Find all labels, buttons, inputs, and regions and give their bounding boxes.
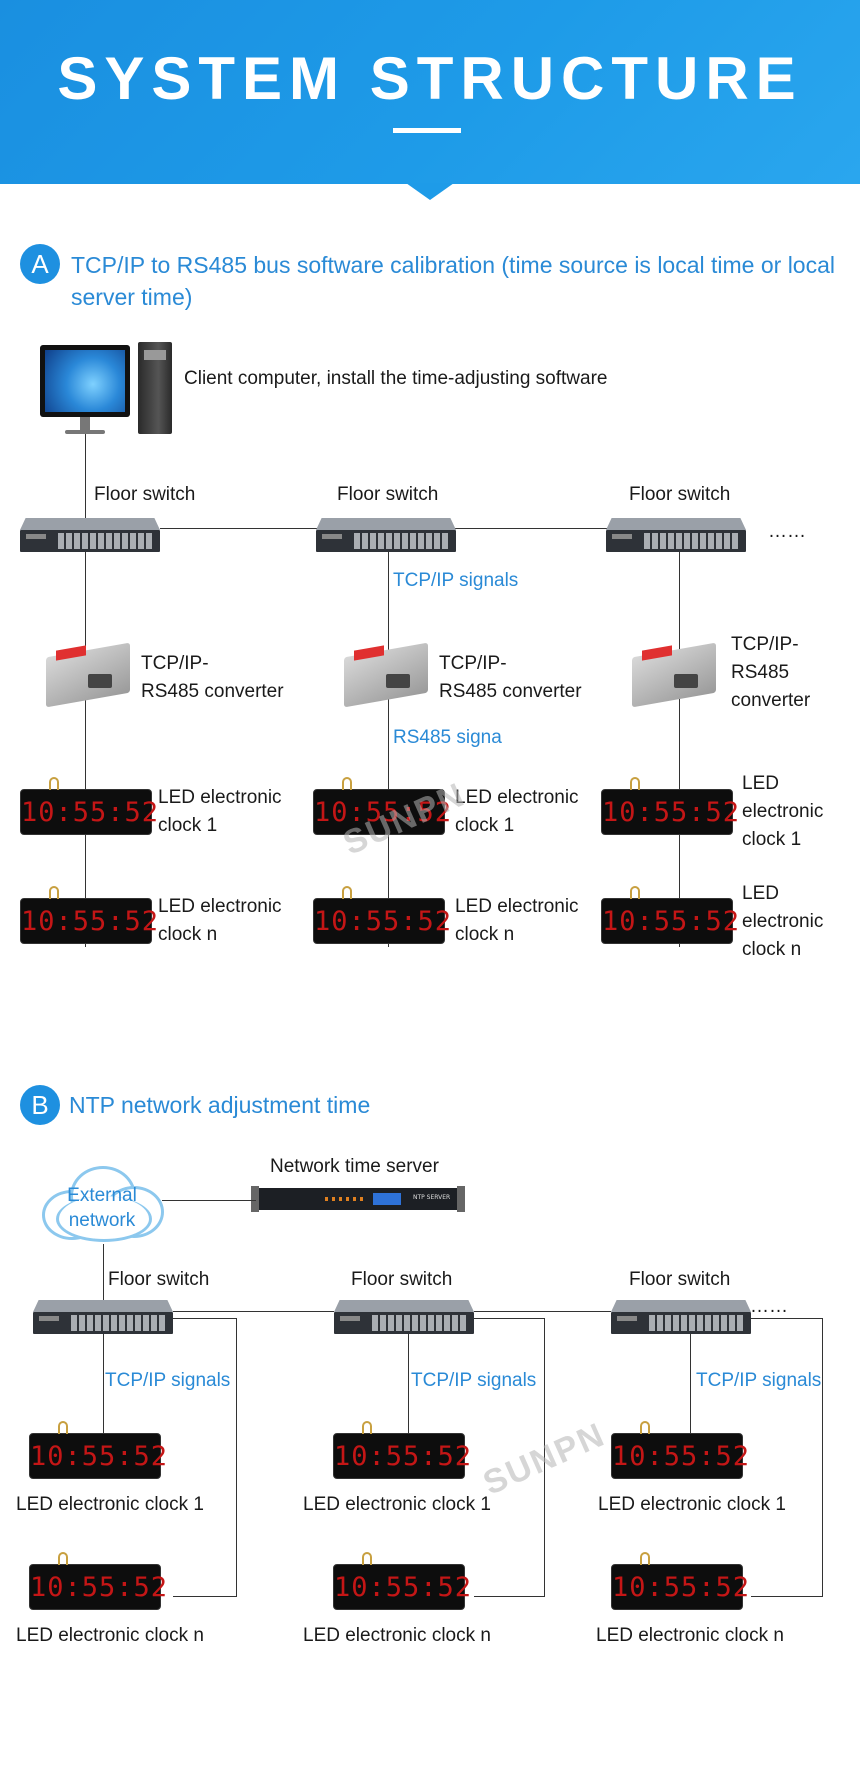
floor-switch-label: Floor switch	[108, 1269, 210, 1290]
client-computer-label: Client computer, install the time-adjust…	[184, 368, 608, 389]
rs485-signal-label: RS485 signa	[393, 727, 502, 748]
floor-switch-3	[611, 1300, 751, 1334]
more-switches-ellipsis: ……	[768, 521, 806, 542]
wire	[173, 1311, 334, 1312]
floor-switch-label: Floor switch	[94, 484, 196, 505]
floor-switch-3	[606, 518, 746, 552]
wire	[173, 1318, 237, 1597]
wire	[103, 1244, 104, 1301]
banner-pointer	[406, 183, 454, 200]
led-clock: 10:55:52	[333, 1552, 471, 1610]
clock-n-label: clock n	[158, 924, 218, 945]
converter-label: TCP/IP-	[439, 653, 507, 674]
led-clock: 10:55:52	[611, 1421, 749, 1479]
wire	[751, 1318, 823, 1597]
cloud-icon	[42, 1160, 164, 1244]
wire	[474, 1311, 611, 1312]
converter-label: RS485 converter	[439, 681, 582, 702]
led-clock: 10:55:52	[611, 1552, 749, 1610]
floor-switch-2	[316, 518, 456, 552]
clock-1-label: clock 1	[455, 815, 515, 836]
wire	[455, 528, 607, 529]
led-clock: 10:55:52	[20, 886, 158, 944]
wire	[160, 528, 318, 529]
section-a-title: TCP/IP to RS485 bus software calibration…	[71, 252, 835, 310]
wire	[408, 1334, 409, 1434]
wire	[690, 1334, 691, 1434]
clock-n-label: LED electronic clock n	[303, 1625, 491, 1646]
ntp-server-icon: NTP SERVER	[251, 1186, 465, 1212]
led-clock: 10:55:52	[20, 777, 158, 835]
clock-n-label: LED electronic clock n	[16, 1625, 204, 1646]
section-a-badge: A	[20, 244, 60, 284]
floor-switch-label: Floor switch	[629, 484, 731, 505]
floor-switch-label: Floor switch	[337, 484, 439, 505]
clock-1-label: electronic	[742, 801, 824, 822]
clock-n-label: clock n	[455, 924, 515, 945]
floor-switch-label: Floor switch	[351, 1269, 453, 1290]
more-switches-ellipsis: ……	[750, 1296, 788, 1317]
tcpip-signals-label: TCP/IP signals	[696, 1370, 822, 1391]
led-clock: 10:55:52	[601, 777, 739, 835]
clock-1-label: LED electronic clock 1	[598, 1494, 786, 1515]
title-underline	[393, 128, 461, 133]
clock-n-label: electronic	[742, 911, 824, 932]
page-title: SYSTEM STRUCTURE	[57, 45, 803, 112]
floor-switch-label: Floor switch	[629, 1269, 731, 1290]
wire	[85, 434, 86, 530]
tcpip-signals-label: TCP/IP signals	[105, 1370, 231, 1391]
converter-label: RS485	[731, 662, 790, 683]
wire	[162, 1200, 256, 1201]
led-clock: 10:55:52	[29, 1552, 167, 1610]
led-clock: 10:55:52	[313, 777, 451, 835]
wire	[388, 552, 389, 947]
clock-n-label: LED electronic	[455, 896, 579, 917]
wire	[85, 552, 86, 947]
floor-switch-2	[334, 1300, 474, 1334]
clock-1-label: clock 1	[742, 829, 802, 850]
clock-1-label: LED electronic clock 1	[303, 1494, 491, 1515]
tcpip-signals-label: TCP/IP signals	[393, 570, 519, 591]
clock-n-label: clock n	[742, 939, 802, 960]
clock-1-label: clock 1	[158, 815, 218, 836]
clock-1-label: LED	[742, 773, 779, 794]
section-b-title: NTP network adjustment time	[69, 1092, 371, 1118]
led-clock: 10:55:52	[313, 886, 451, 944]
wire	[474, 1318, 545, 1597]
external-network-label: External network	[67, 1185, 137, 1231]
header-banner	[0, 0, 860, 184]
converter-icon	[628, 640, 720, 710]
clock-n-label: LED	[742, 883, 779, 904]
converter-label: converter	[731, 690, 811, 711]
clock-1-label: LED electronic clock 1	[16, 1494, 204, 1515]
clock-n-label: LED electronic	[158, 896, 282, 917]
wire	[679, 552, 680, 947]
tcpip-signals-label: TCP/IP signals	[411, 1370, 537, 1391]
floor-switch-1	[33, 1300, 173, 1334]
floor-switch-1	[20, 518, 160, 552]
led-clock: 10:55:52	[29, 1421, 167, 1479]
led-clock: 10:55:52	[333, 1421, 471, 1479]
converter-icon	[42, 640, 134, 710]
converter-label: RS485 converter	[141, 681, 284, 702]
computer-tower-icon	[138, 342, 172, 434]
led-clock: 10:55:52	[601, 886, 739, 944]
monitor-icon	[40, 345, 130, 417]
section-b-badge: B	[20, 1085, 60, 1125]
converter-label: TCP/IP-	[731, 634, 799, 655]
clock-n-label: LED electronic clock n	[596, 1625, 784, 1646]
converter-label: TCP/IP-	[141, 653, 209, 674]
clock-1-label: LED electronic	[455, 787, 579, 808]
network-time-server-label: Network time server	[270, 1156, 439, 1177]
wire	[103, 1334, 104, 1434]
converter-icon	[340, 640, 432, 710]
clock-1-label: LED electronic	[158, 787, 282, 808]
